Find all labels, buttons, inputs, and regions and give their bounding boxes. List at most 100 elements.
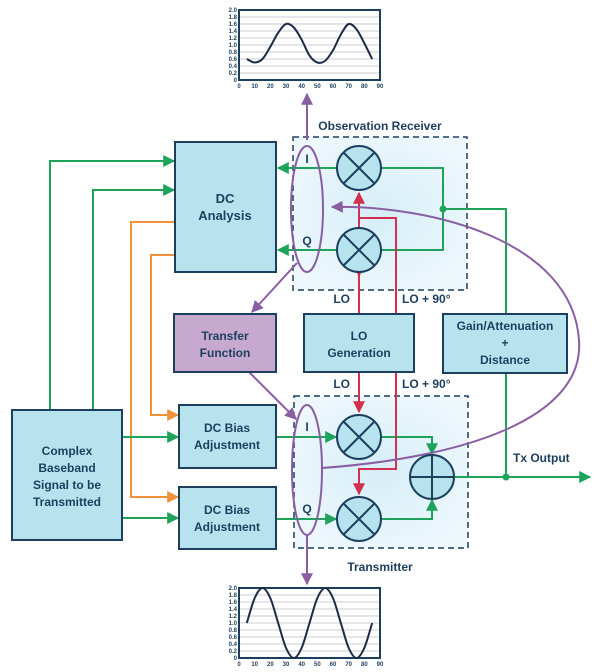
svg-text:Gain/Attenuation: Gain/Attenuation — [457, 319, 554, 333]
x-tick-label: 80 — [361, 662, 368, 668]
x-tick-label: 60 — [330, 662, 337, 668]
tx-i-mixer-icon — [336, 414, 382, 460]
x-tick-label: 0 — [237, 662, 241, 668]
y-tick-label: 0.8 — [229, 628, 238, 634]
y-tick-label: 0.6 — [229, 57, 238, 63]
svg-text:Adjustment: Adjustment — [194, 438, 260, 452]
svg-text:Signal to be: Signal to be — [33, 478, 101, 492]
x-tick-label: 10 — [251, 662, 258, 668]
y-tick-label: 1.2 — [229, 36, 238, 42]
transfer-function-block: Transfer Function — [173, 313, 277, 373]
x-tick-label: 20 — [267, 84, 274, 90]
x-tick-label: 10 — [251, 84, 258, 90]
plot-frame — [238, 9, 381, 81]
x-tick-label: 20 — [267, 662, 274, 668]
x-tick-label: 60 — [330, 84, 337, 90]
dc-bias-i-block: DC Bias Adjustment — [178, 404, 277, 469]
x-tick-label: 80 — [361, 84, 368, 90]
y-tick-label: 1.2 — [229, 614, 238, 620]
x-tick-label: 90 — [377, 662, 384, 668]
x-tick-label: 30 — [283, 662, 290, 668]
svg-text:Complex: Complex — [42, 444, 93, 458]
lo90-to-tx-q-mixer-wire — [353, 372, 397, 496]
y-tick-label: 1.0 — [229, 621, 238, 627]
tx-q-mixer-icon — [336, 496, 382, 542]
mixer-i-to-summer-wire — [381, 436, 438, 456]
x-tick-label: 90 — [377, 84, 384, 90]
y-tick-label: 0.2 — [229, 71, 238, 77]
observation-receiver-label: Observation Receiver — [318, 119, 442, 133]
gain-attenuation-block: Gain/Attenuation + Distance — [442, 313, 568, 374]
x-tick-label: 30 — [283, 84, 290, 90]
transfer-to-tx-arrow — [248, 371, 297, 420]
svg-text:LO: LO — [351, 329, 368, 343]
svg-text:+: + — [501, 336, 508, 350]
y-tick-label: 0.2 — [229, 649, 238, 655]
svg-text:Adjustment: Adjustment — [194, 520, 260, 534]
svg-text:Baseband: Baseband — [38, 461, 95, 475]
obs-to-transfer-arrow — [251, 262, 298, 313]
y-tick-label: 1.8 — [229, 15, 238, 21]
svg-text:DC: DC — [216, 191, 235, 206]
obs-q-label: Q — [302, 234, 311, 248]
transmitter-label: Transmitter — [347, 560, 413, 574]
tx-q-label: Q — [302, 502, 311, 516]
svg-text:Function: Function — [200, 346, 251, 360]
y-tick-label: 1.4 — [229, 607, 238, 613]
x-tick-label: 0 — [237, 84, 241, 90]
obs-q-mixer-icon — [336, 227, 382, 273]
y-tick-label: 0.4 — [229, 64, 238, 70]
feedback-to-obs-mixers-wire — [381, 167, 444, 251]
tx-i-label: I — [305, 420, 308, 434]
lo-label-top: LO — [333, 292, 350, 306]
svg-text:Transmitted: Transmitted — [33, 495, 101, 509]
obs-iq-ellipse — [290, 145, 324, 273]
svg-text:DC Bias: DC Bias — [204, 503, 250, 517]
svg-text:Transfer: Transfer — [201, 329, 249, 343]
y-tick-label: 2.0 — [229, 8, 238, 14]
tx-output-label: Tx Output — [513, 451, 570, 465]
feedback-wire — [443, 208, 507, 477]
y-tick-label: 1.8 — [229, 593, 238, 599]
analysis-to-bias-q-wire — [130, 221, 180, 503]
lo90-label-top: LO + 90° — [402, 292, 451, 306]
y-tick-label: 1.6 — [229, 22, 238, 28]
dc-analysis-block: DC Analysis — [174, 141, 277, 273]
lo-generation-block: LO Generation — [303, 313, 415, 373]
x-tick-label: 70 — [345, 662, 352, 668]
svg-text:DC Bias: DC Bias — [204, 421, 250, 435]
y-tick-label: 0.8 — [229, 50, 238, 56]
baseband-to-analysis-wire-1 — [49, 155, 176, 410]
analysis-to-bias-i-wire — [150, 254, 180, 421]
svg-text:Generation: Generation — [327, 346, 390, 360]
summer-icon — [409, 454, 455, 500]
y-tick-label: 0 — [234, 656, 238, 662]
tx-iq-ellipse — [291, 404, 323, 536]
obs-i-mixer-icon — [336, 145, 382, 191]
y-tick-label: 1.0 — [229, 43, 238, 49]
x-tick-label: 50 — [314, 84, 321, 90]
plot-frame — [238, 587, 381, 659]
baseband-to-analysis-wire-2 — [92, 184, 176, 410]
y-tick-label: 0.6 — [229, 635, 238, 641]
dc-bias-q-block: DC Bias Adjustment — [178, 486, 277, 550]
svg-text:Distance: Distance — [480, 353, 530, 367]
y-tick-label: 1.4 — [229, 29, 238, 35]
lo-label-bottom: LO — [333, 377, 350, 391]
x-tick-label: 40 — [298, 662, 305, 668]
y-tick-label: 0 — [234, 78, 238, 84]
tx-to-obs-loop-arrow — [321, 200, 581, 469]
y-tick-label: 1.6 — [229, 600, 238, 606]
x-tick-label: 70 — [345, 84, 352, 90]
mixer-q-to-summer-wire — [381, 498, 438, 520]
x-tick-label: 50 — [314, 662, 321, 668]
y-tick-label: 2.0 — [229, 586, 238, 592]
y-tick-label: 0.4 — [229, 642, 238, 648]
obs-i-label: I — [305, 152, 308, 166]
svg-text:Analysis: Analysis — [198, 208, 251, 223]
x-tick-label: 40 — [298, 84, 305, 90]
complex-baseband-block: Complex Baseband Signal to be Transmitte… — [11, 409, 123, 541]
